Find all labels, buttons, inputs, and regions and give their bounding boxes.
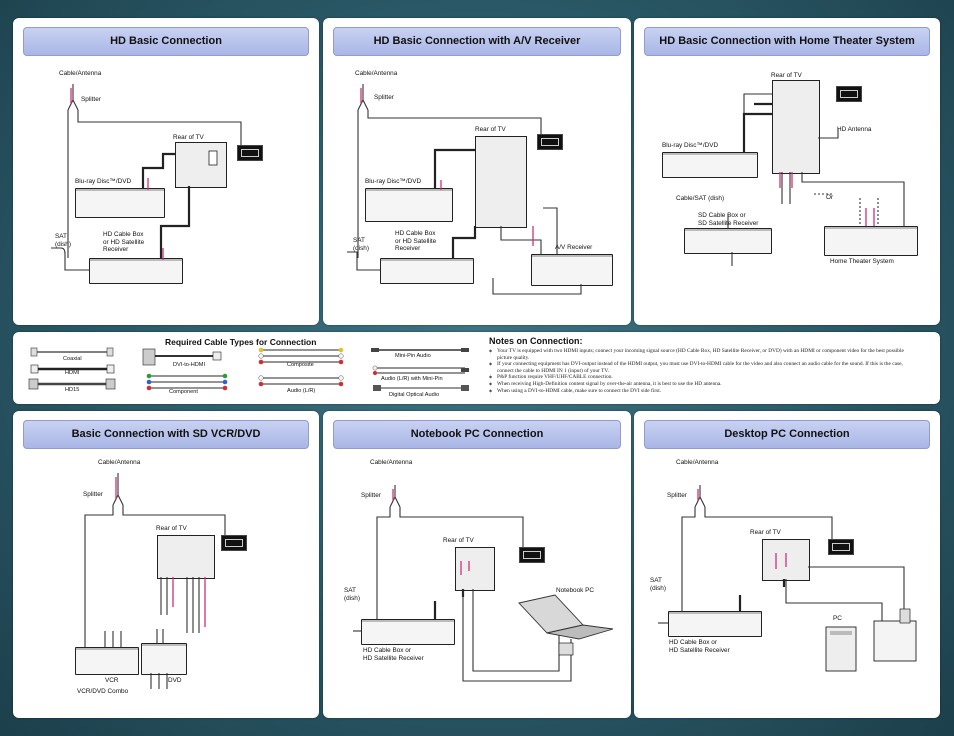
panel-hd-basic: HD Basic Connection Cable/Antenna Splitt… bbox=[13, 18, 319, 325]
antenna-icon bbox=[537, 134, 563, 150]
panel-title: Notebook PC Connection bbox=[333, 420, 621, 449]
bluray-player bbox=[75, 188, 165, 218]
panel-hd-av-receiver: HD Basic Connection with A/V Receiver Ca… bbox=[323, 18, 631, 325]
panel-notebook-pc: Notebook PC Connection Cable/Antenna Spl… bbox=[323, 411, 631, 718]
panel-sd-vcr-dvd: Basic Connection with SD VCR/DVD Cable/A… bbox=[13, 411, 319, 718]
coaxial-label: Coaxial bbox=[63, 356, 82, 362]
panel-title: HD Basic Connection bbox=[23, 27, 309, 56]
pc-label: PC bbox=[833, 615, 842, 622]
cable-illustrations bbox=[28, 347, 469, 391]
hd15-label: HD15 bbox=[65, 387, 80, 393]
rear-tv-label: Rear of TV bbox=[443, 537, 474, 544]
mini-pin-label: Mini-Pin Audio bbox=[395, 353, 431, 359]
cable-antenna-label: Cable/Antenna bbox=[370, 459, 413, 466]
rear-tv-label: Rear of TV bbox=[750, 529, 781, 536]
cable-sat-label: Cable/SAT (dish) bbox=[676, 195, 725, 202]
antenna-icon bbox=[237, 145, 263, 161]
wiring-diagram bbox=[347, 84, 582, 295]
audio-lr-label: Audio (L/R) bbox=[287, 388, 316, 394]
sat-label: SAT (dish) bbox=[55, 233, 71, 248]
sat-label: SAT (dish) bbox=[650, 577, 666, 592]
rear-tv-label: Rear of TV bbox=[173, 134, 204, 141]
bluray-player bbox=[662, 152, 758, 178]
sd-cable-box bbox=[684, 228, 772, 254]
note-item: Your TV is equipped with two HDMI inputs… bbox=[489, 348, 919, 361]
dvi-hdmi-label: DVI-to-HDMI bbox=[173, 362, 206, 368]
panel-hd-home-theater: HD Basic Connection with Home Theater Sy… bbox=[634, 18, 940, 325]
rear-tv-label: Rear of TV bbox=[771, 72, 802, 79]
dvd-label: DVD bbox=[168, 677, 182, 684]
note-item: P&P function require VHF/UHF/CABLE conne… bbox=[489, 374, 919, 381]
panel-title: HD Basic Connection with Home Theater Sy… bbox=[644, 27, 930, 56]
home-theater-system bbox=[824, 226, 918, 256]
hd-antenna-icon bbox=[836, 86, 862, 102]
dvd-player bbox=[141, 643, 187, 675]
cable-box bbox=[89, 258, 183, 284]
home-theater-label: Home Theater System bbox=[830, 258, 894, 265]
av-receiver bbox=[531, 254, 613, 286]
tv-rear-panel bbox=[175, 142, 227, 188]
cable-antenna-label: Cable/Antenna bbox=[676, 459, 719, 466]
rear-tv-label: Rear of TV bbox=[156, 525, 187, 532]
vcr-label: VCR bbox=[105, 677, 119, 684]
cable-box bbox=[668, 611, 762, 637]
cable-box-label: HD Cable Box or HD Satellite Receiver bbox=[395, 230, 437, 253]
vcr bbox=[75, 647, 139, 675]
tv-rear-panel bbox=[772, 80, 820, 174]
wiring-diagram bbox=[727, 93, 905, 266]
notes-list: Your TV is equipped with two HDMI inputs… bbox=[489, 348, 919, 394]
splitter-label: Splitter bbox=[667, 492, 687, 499]
av-receiver-label: A/V Receiver bbox=[555, 244, 593, 251]
tv-rear-panel bbox=[475, 136, 527, 228]
bluray-label: Blu-ray Disc™/DVD bbox=[75, 178, 132, 185]
cable-box-label: HD Cable Box or HD Satellite Receiver bbox=[103, 231, 145, 254]
wiring-diagram bbox=[51, 84, 242, 271]
sat-label: SAT (dish) bbox=[353, 237, 369, 252]
cable-antenna-label: Cable/Antenna bbox=[98, 459, 141, 466]
sd-box-label: SD Cable Box or SD Satellite Receiver bbox=[698, 212, 759, 227]
panel-title: HD Basic Connection with A/V Receiver bbox=[333, 27, 621, 56]
hdmi-label: HDMI bbox=[65, 370, 80, 376]
panel-title: Basic Connection with SD VCR/DVD bbox=[23, 420, 309, 449]
component-label: Component bbox=[169, 389, 198, 395]
composite-label: Composite bbox=[287, 362, 314, 368]
cable-box bbox=[380, 258, 474, 284]
wiring-diagram bbox=[84, 473, 226, 689]
hd-antenna-label: HD Antenna bbox=[837, 126, 872, 133]
antenna-icon bbox=[828, 539, 854, 555]
bluray-label: Blu-ray Disc™/DVD bbox=[365, 178, 422, 185]
rear-tv-label: Rear of TV bbox=[475, 126, 506, 133]
audio-lr-mini-label: Audio (L/R) with Mini-Pin bbox=[381, 376, 443, 382]
splitter-label: Splitter bbox=[81, 96, 101, 103]
or-label: Or bbox=[826, 194, 834, 201]
cable-box bbox=[361, 619, 455, 645]
wiring-diagram bbox=[658, 485, 917, 672]
cables-title: Required Cable Types for Connection bbox=[165, 337, 317, 347]
notebook-label: Notebook PC bbox=[556, 587, 595, 594]
panel-desktop-pc: Desktop PC Connection Cable/Antenna Spli… bbox=[634, 411, 940, 718]
cable-antenna-label: Cable/Antenna bbox=[355, 70, 398, 77]
cables-notes-strip: Required Cable Types for Connection Coax… bbox=[13, 332, 940, 404]
wiring-diagram bbox=[353, 485, 614, 682]
bluray-label: Blu-ray Disc™/DVD bbox=[662, 142, 719, 149]
notes-title: Notes on Connection: bbox=[489, 336, 583, 346]
bluray-player bbox=[365, 188, 453, 222]
cable-box-label: HD Cable Box or HD Satellite Receiver bbox=[669, 639, 730, 654]
optical-label: Digital Optical Audio bbox=[389, 392, 440, 398]
antenna-icon bbox=[519, 547, 545, 563]
note-item: When receiving High-Definition content s… bbox=[489, 381, 919, 388]
panel-title: Desktop PC Connection bbox=[644, 420, 930, 449]
antenna-icon bbox=[221, 535, 247, 551]
tv-rear-panel bbox=[157, 535, 215, 579]
splitter-label: Splitter bbox=[374, 94, 394, 101]
combo-label: VCR/DVD Combo bbox=[77, 688, 129, 695]
tv-rear-panel bbox=[455, 547, 495, 591]
sat-label: SAT (dish) bbox=[344, 587, 360, 602]
note-item: When using a DVI-to-HDMI cable, make sur… bbox=[489, 388, 919, 395]
note-item: If your connecting equipment has DVI-out… bbox=[489, 361, 919, 374]
splitter-label: Splitter bbox=[83, 491, 103, 498]
cable-antenna-label: Cable/Antenna bbox=[59, 70, 102, 77]
cable-box-label: HD Cable Box or HD Satellite Receiver bbox=[363, 647, 424, 662]
splitter-label: Splitter bbox=[361, 492, 381, 499]
